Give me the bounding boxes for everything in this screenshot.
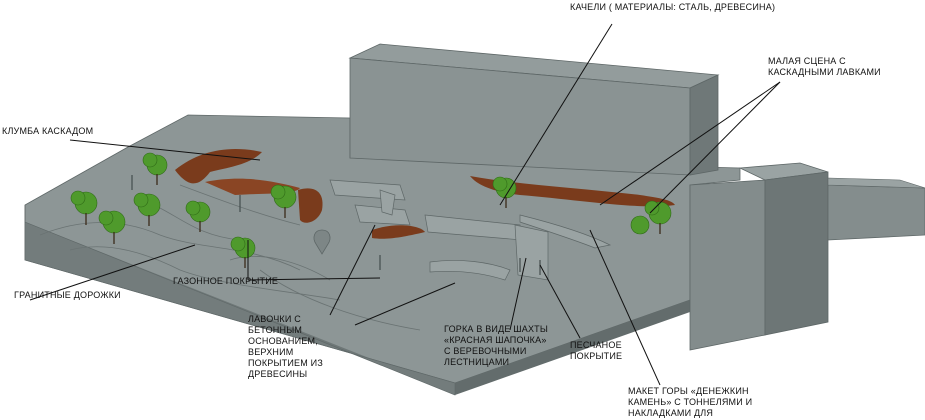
label-swings: КАЧЕЛИ ( МАТЕРИАЛЫ: СТАЛЬ, ДРЕВЕСИНА)	[570, 2, 776, 12]
label-slide-line: ЛЕСТНИЦАМИ	[444, 357, 510, 367]
lamp-posts	[131, 175, 541, 275]
label-sand-line: ПОКРЫТИЕ	[570, 351, 623, 361]
stage-bench	[470, 176, 675, 207]
trees	[70, 152, 672, 259]
label-benches-line: ДРЕВЕСИНЫ	[248, 369, 308, 379]
label-lawn: ГАЗОННОЕ ПОКРЫТИЕ	[173, 276, 279, 286]
label-slide: ГОРКА В ВИДЕ ШАХТЫ «КРАСНАЯ ШАПОЧКА» С В…	[444, 324, 548, 368]
label-benches: ЛАВОЧКИ С БЕТОННЫМ ОСНОВАНИЕМ, ВЕРХНИМ П…	[248, 314, 323, 380]
tree-trunks	[85, 174, 661, 268]
label-mountain-line: НАКЛАДКАМИ ДЛЯ	[628, 408, 714, 418]
leader-lines	[29, 23, 781, 386]
label-stage-line: МАЛАЯ СЦЕНА С	[768, 56, 846, 66]
label-benches-line: ОСНОВАНИЕМ,	[248, 336, 318, 346]
right-building	[689, 162, 925, 351]
granite-paths	[39, 184, 421, 331]
label-stage: МАЛАЯ СЦЕНА С КАСКАДНЫМИ ЛАВКАМИ	[768, 56, 881, 78]
tall-building	[348, 43, 720, 176]
label-mountain-line: МАКЕТ ГОРЫ «ДЕНЕЖКИН	[628, 386, 749, 396]
label-benches-line: БЕТОННЫМ	[248, 325, 303, 335]
label-sand: ПЕСЧАНОЕ ПОКРЫТИЕ	[570, 340, 622, 362]
label-stage-line: КАСКАДНЫМИ ЛАВКАМИ	[768, 67, 881, 77]
label-sand-line: ПЕСЧАНОЕ	[570, 340, 622, 350]
label-benches-line: ЛАВОЧКИ С	[248, 314, 301, 324]
label-slide-line: «КРАСНАЯ ШАПОЧКА»	[444, 335, 547, 345]
label-slide-line: ГОРКА В ВИДЕ ШАХТЫ	[444, 324, 549, 334]
label-flowerbed: КЛУМБА КАСКАДОМ	[2, 126, 94, 136]
label-benches-line: ПОКРЫТИЕМ ИЗ	[248, 358, 323, 368]
label-mountain-line: КАМЕНЬ» С ТОННЕЛЯМИ И	[628, 397, 753, 407]
pin-marker	[313, 229, 331, 255]
label-paths: ГРАНИТНЫЕ ДОРОЖКИ	[14, 290, 121, 300]
label-benches-line: ВЕРХНИМ	[248, 347, 294, 357]
ground-platform	[24, 114, 741, 396]
label-mountain: МАКЕТ ГОРЫ «ДЕНЕЖКИН КАМЕНЬ» С ТОННЕЛЯМИ…	[628, 386, 752, 419]
label-slide-line: С ВЕРЕВОЧНЫМИ	[444, 346, 527, 356]
